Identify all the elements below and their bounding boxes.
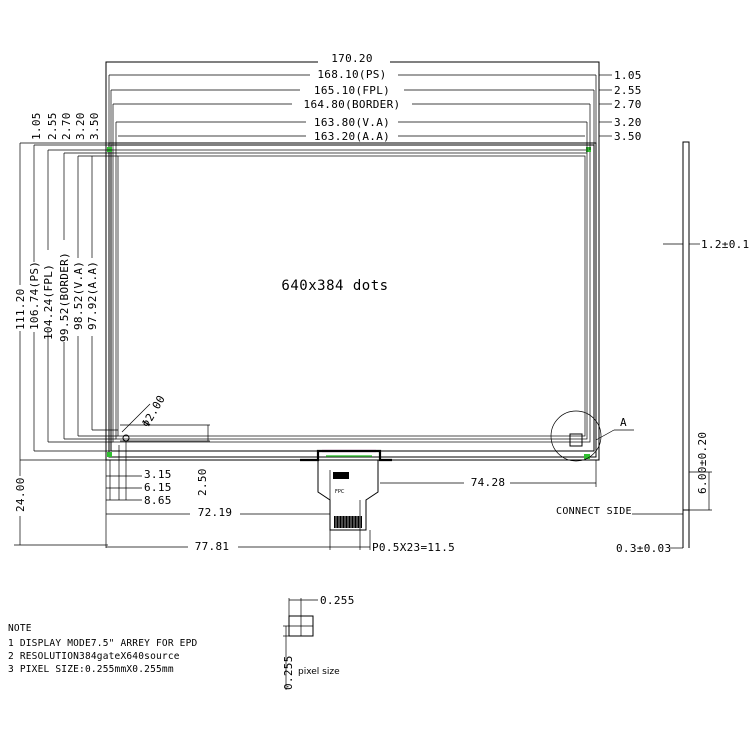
note-1: 1 DISPLAY MODE7.5" ARREY FOR EPD — [8, 638, 198, 649]
note-3: 3 PIXEL SIZE:0.255mmX0.255mm — [8, 664, 174, 675]
right-offset-4: 3.20 — [614, 116, 642, 129]
pixel-size-detail: 0.255 0.255 pixel size — [282, 594, 355, 690]
hole-dimensions: Φ2.00 3.15 6.15 8.65 2.50 — [106, 393, 210, 507]
right-offsets: 1.05 2.55 2.70 3.20 3.50 — [599, 69, 642, 143]
dim-7428: 74.28 — [471, 476, 506, 489]
side-thickness: 1.2±0.1 — [701, 238, 749, 251]
dim-7219: 72.19 — [198, 506, 233, 519]
left-offset-2: 2.55 — [46, 112, 59, 140]
panel-outlines — [105, 61, 600, 461]
notes: NOTE 1 DISPLAY MODE7.5" ARREY FOR EPD 2 … — [8, 623, 198, 675]
dim-ps-width: 168.10(PS) — [317, 68, 386, 81]
right-offset-3: 2.70 — [614, 98, 642, 111]
pixel-height: 0.255 — [282, 655, 295, 690]
left-offsets: 1.05 2.55 2.70 3.20 3.50 — [30, 112, 101, 140]
detail-a: A — [550, 410, 634, 462]
left-offset-4: 3.20 — [74, 112, 87, 140]
dim-865: 8.65 — [144, 494, 172, 507]
dim-315: 3.15 — [144, 468, 172, 481]
detail-a-label: A — [620, 416, 627, 429]
dim-7781: 77.81 — [195, 540, 230, 553]
outline-border — [112, 149, 591, 443]
dim-ps-height: 106.74(PS) — [28, 261, 41, 330]
pixel-size-label: pixel size — [298, 667, 340, 677]
dim-pitch: P0.5X23=11.5 — [372, 541, 455, 554]
svg-text:FPC: FPC — [335, 489, 345, 495]
dim-overall-width: 170.20 — [331, 52, 373, 65]
dim-fpl-height: 104.24(FPL) — [42, 264, 55, 340]
left-offset-3: 2.70 — [60, 112, 73, 140]
left-offset-5: 3.50 — [88, 112, 101, 140]
right-offset-1: 1.05 — [614, 69, 642, 82]
dim-fpl-width: 165.10(FPL) — [314, 84, 390, 97]
dim-border-height: 99.52(BORDER) — [58, 252, 71, 342]
left-offset-1: 1.05 — [30, 112, 43, 140]
outline-aa — [117, 155, 586, 437]
dim-aa-width: 163.20(A.A) — [314, 130, 390, 143]
fpc-chip — [333, 472, 349, 479]
dim-va-height: 98.52(V.A) — [72, 261, 85, 330]
corner-mark-tl — [107, 147, 112, 152]
corner-mark-br — [584, 454, 590, 459]
dim-va-width: 163.80(V.A) — [314, 116, 390, 129]
pixel-width: 0.255 — [320, 594, 355, 607]
dim-border-width: 164.80(BORDER) — [304, 98, 401, 111]
dim-615: 6.15 — [144, 481, 172, 494]
corner-mark-tr — [586, 147, 591, 152]
fpc-tail: FPC — [300, 449, 392, 531]
right-offset-2: 2.55 — [614, 84, 642, 97]
corner-mark-bl — [107, 452, 112, 457]
side-fpc-thickness: 0.3±0.03 — [616, 542, 671, 555]
side-tail-length: 6.00±0.20 — [696, 432, 709, 494]
outline-fpl — [110, 144, 595, 452]
dim-aa-height: 97.92(A.A) — [86, 261, 99, 330]
left-dimensions: 111.20 106.74(PS) 104.24(FPL) 99.52(BORD… — [14, 142, 118, 546]
dim-hole-diameter: Φ2.00 — [139, 393, 168, 429]
bottom-dimensions: 72.19 77.81 P0.5X23=11.5 74.28 — [105, 460, 597, 554]
outline-ps — [108, 142, 597, 458]
dim-bottom-height: 24.00 — [14, 477, 27, 512]
dim-250: 2.50 — [196, 468, 209, 496]
top-dimensions: 170.20 168.10(PS) 165.10(FPL) 164.80(BOR… — [105, 52, 600, 153]
notes-title: NOTE — [8, 623, 32, 634]
connect-side-label: CONNECT SIDE — [556, 506, 632, 517]
right-offset-5: 3.50 — [614, 130, 642, 143]
outline-va — [115, 152, 588, 440]
note-2: 2 RESOLUTION384gateX640source — [8, 651, 180, 662]
panel-resolution-label: 640x384 dots — [281, 278, 388, 294]
dim-overall-height: 111.20 — [14, 288, 27, 330]
fpc-pins — [334, 516, 362, 528]
side-view: 1.2±0.1 6.00±0.20 CONNECT SIDE 0.3±0.03 — [556, 141, 749, 555]
